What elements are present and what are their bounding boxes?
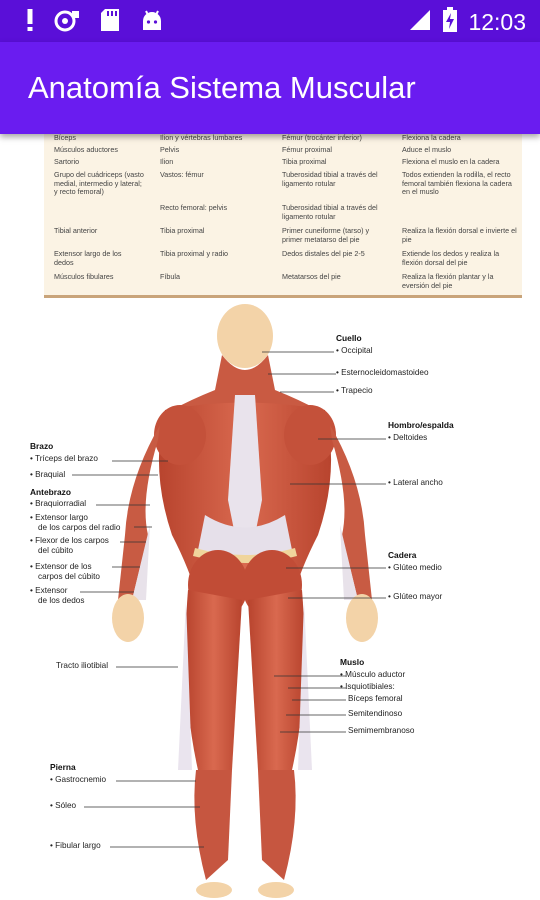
table-cell: Músculos fibulares: [54, 272, 114, 281]
table-cell: Flexiona la cadera: [402, 133, 461, 142]
label-triceps: • Tríceps del brazo: [30, 454, 98, 463]
muscular-system-illustration: [72, 304, 386, 898]
table-cell: Sartorio: [54, 157, 80, 166]
notification-alert-icon: [26, 8, 34, 37]
status-system: 12:03: [408, 7, 526, 38]
clock: 12:03: [468, 9, 526, 35]
table-cell: Aduce el muslo: [402, 145, 452, 154]
android-icon: [140, 8, 164, 37]
label-pierna-header: Pierna: [50, 762, 76, 772]
label-musculo-aductor: • Músculo aductor: [340, 670, 406, 679]
anatomy-figure: Brazo • Tríceps del brazo • Braquial Ant…: [0, 300, 540, 900]
label-occipital: • Occipital: [336, 346, 373, 355]
label-fibular-largo: • Fibular largo: [50, 841, 101, 850]
table-cell: Tibial anterior: [54, 226, 98, 235]
label-gluteo-mayor: • Glúteo mayor: [388, 592, 443, 601]
table-cell: Bíceps: [54, 133, 76, 142]
label-flexor-carpos-2: del cúbito: [38, 546, 74, 555]
table-cell: Músculos aductores: [54, 145, 118, 154]
table-cell: Recto femoral: pelvis: [160, 203, 228, 212]
signal-icon: [408, 8, 432, 37]
label-braquial: • Braquial: [30, 470, 66, 479]
right-leader-lines: [262, 351, 386, 733]
label-extensor-carpos-2: carpos del cúbito: [38, 572, 100, 581]
label-extensor-carpos: • Extensor de los: [30, 562, 92, 571]
table-cell: Extensor largo de los dedos: [54, 249, 122, 267]
label-muslo-header: Muslo: [340, 657, 365, 667]
table-cell: Primer cuneiforme (tarso) y primer metat…: [282, 226, 370, 244]
table-cell: Fémur proximal: [282, 145, 332, 154]
table-cell: Tuberosidad tibial a través del ligament…: [282, 170, 378, 188]
table-cell: Tuberosidad tibial a través del ligament…: [282, 203, 378, 221]
table-cell: Tibia proximal y radio: [160, 249, 229, 258]
label-semitendinoso: Semitendinoso: [348, 709, 403, 718]
battery-charging-icon: [442, 7, 458, 38]
table-cell: Tibia proximal: [282, 157, 327, 166]
table-cell: Dedos distales del pie 2-5: [282, 249, 365, 258]
label-soleo: • Sóleo: [50, 801, 77, 810]
label-extensor-dedos: • Extensor: [30, 586, 68, 595]
label-brazo-header: Brazo: [30, 441, 54, 451]
status-notifications: [26, 8, 164, 37]
label-deltoides: • Deltoides: [388, 433, 428, 442]
table-cell: Ilion y vértebras lumbares: [160, 133, 243, 142]
label-extensor-dedos-2: de los dedos: [38, 596, 85, 605]
table-cell: Flexiona el muslo en la cadera: [402, 157, 500, 166]
label-cuello-header: Cuello: [336, 333, 362, 343]
label-braquiorradial: • Braquiorradial: [30, 499, 87, 508]
table-cell: Todos extienden la rodilla, el recto fem…: [402, 170, 512, 196]
label-antebrazo-header: Antebrazo: [30, 487, 71, 497]
table-cell: Realiza la flexión plantar y la eversión…: [402, 272, 494, 290]
muscle-table: Bíceps Ilion y vértebras lumbares Fémur …: [44, 130, 522, 298]
table-cell: Metatarsos del pie: [282, 272, 341, 281]
app-title: Anatomía Sistema Muscular: [28, 70, 416, 105]
table-cell: Extiende los dedos y realiza la flexión …: [402, 249, 500, 267]
table-cell: Realiza la flexión dorsal e invierte el …: [402, 226, 517, 244]
label-extensor-largo-2: de los carpos del radio: [38, 523, 121, 532]
label-hombro-header: Hombro/espalda: [388, 420, 454, 430]
label-trapecio: • Trapecio: [336, 386, 373, 395]
table-cell: Tibia proximal: [160, 226, 205, 235]
table-cell: Vastos: fémur: [160, 170, 204, 179]
label-tracto-iliotibial: Tracto iliotibial: [56, 661, 109, 670]
label-lateral-ancho: • Lateral ancho: [388, 478, 443, 487]
status-bar: 12:03: [0, 0, 540, 42]
left-leader-lines: [72, 460, 204, 848]
table-cell: Pelvis: [160, 145, 180, 154]
sync-icon: [54, 8, 80, 37]
table-cell: Ilion: [160, 157, 174, 166]
label-biceps-femoral: Bíceps femoral: [348, 694, 403, 703]
label-semimembranoso: Semimembranoso: [348, 726, 415, 735]
app-bar: Anatomía Sistema Muscular: [0, 42, 540, 134]
label-cadera-header: Cadera: [388, 550, 417, 560]
table-cell: Fíbula: [160, 272, 180, 281]
label-flexor-carpos: • Flexor de los carpos: [30, 536, 109, 545]
label-gastrocnemio: • Gastrocnemio: [50, 775, 107, 784]
label-extensor-largo: • Extensor largo: [30, 513, 88, 522]
table-cell: Grupo del cuádriceps (vasto medial, inte…: [54, 170, 144, 196]
sd-card-icon: [100, 8, 120, 37]
label-isquiotibiales: • Isquiotibiales:: [340, 682, 395, 691]
label-esternocleidomastoideo: • Esternocleidomastoideo: [336, 368, 429, 377]
label-gluteo-medio: • Glúteo medio: [388, 563, 442, 572]
table-cell: Fémur (trocánter inferior): [282, 133, 362, 142]
